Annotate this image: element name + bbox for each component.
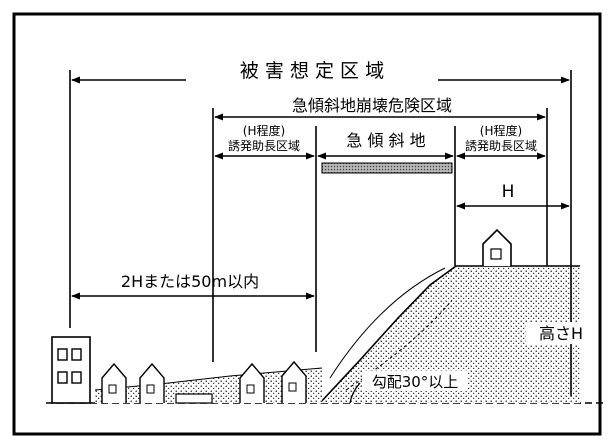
height-label-bg <box>526 322 596 344</box>
steep-slope-bar <box>321 162 453 174</box>
hazard-zone-label-bg <box>262 94 482 114</box>
slope-terrain <box>320 266 580 403</box>
damage-zone-label-bg <box>186 56 438 82</box>
outer-frame <box>12 12 602 436</box>
gradient-label-bg <box>362 371 468 391</box>
damage-zone-label: 被 害 想 定 区 域 <box>240 60 384 82</box>
right-buffer-note: (H程度) <box>480 123 522 138</box>
lowland-surface <box>94 367 323 391</box>
slope-inner-line <box>329 267 446 379</box>
steep-slope-label: 急 傾 斜 地 <box>346 131 425 150</box>
left-buffer-note: (H程度) <box>243 123 285 138</box>
slope-surface <box>319 265 580 404</box>
house-icon <box>139 362 165 403</box>
house-icon <box>281 360 307 403</box>
h-label: H <box>502 182 515 202</box>
right-buffer-label: 誘発助長区域 <box>465 139 537 153</box>
gradient-label: 勾配30°以上 <box>372 373 459 391</box>
slope-angle-line <box>345 299 453 391</box>
angle-arc <box>349 382 361 404</box>
distance-label: 2Hまたは50m以内 <box>121 272 259 291</box>
height-label: 高さH <box>539 324 583 343</box>
culvert <box>175 393 213 404</box>
house-icon <box>101 362 127 403</box>
house-on-slope-icon <box>482 228 512 266</box>
apartment-building-icon <box>51 336 91 404</box>
left-buffer-label: 誘発助長区域 <box>228 139 300 153</box>
house-icon <box>239 362 265 403</box>
hazard-zone-label: 急傾斜地崩壊危険区域 <box>292 96 452 115</box>
